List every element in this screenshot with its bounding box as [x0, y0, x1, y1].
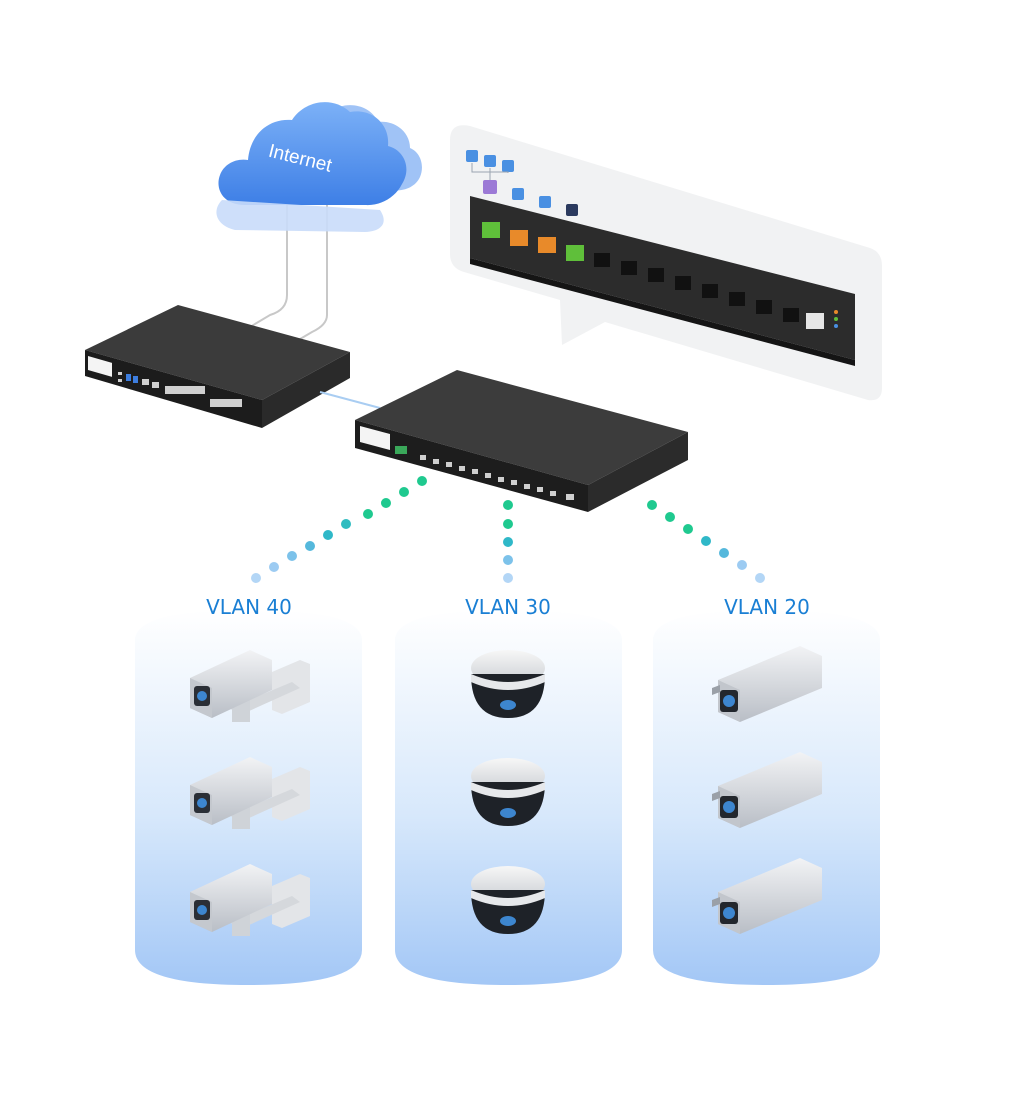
vlan20-cameras	[712, 646, 822, 934]
dome-camera-2	[471, 758, 545, 826]
connection-dots-vlan20	[647, 500, 765, 583]
dome-camera-1	[471, 650, 545, 718]
vlan-30-label: VLAN 30	[465, 595, 551, 619]
vlan30-cameras	[471, 650, 545, 934]
vlan-assignment-icons	[466, 150, 578, 216]
switch-ports	[482, 222, 838, 329]
vlan40-cameras	[190, 650, 310, 936]
box-camera-1	[712, 646, 822, 722]
connection-dots-vlan40	[251, 476, 427, 583]
connection-dots-vlan30	[503, 500, 513, 583]
internet-cloud: Internet	[216, 102, 422, 232]
vlan-40-label: VLAN 40	[206, 595, 292, 619]
dome-camera-3	[471, 866, 545, 934]
port-callout	[450, 125, 882, 401]
vlan-20-label: VLAN 20	[724, 595, 810, 619]
box-camera-2	[712, 752, 822, 828]
box-camera-3	[712, 858, 822, 934]
bullet-camera-2	[190, 757, 310, 829]
bullet-camera-3	[190, 864, 310, 936]
router-device	[85, 305, 350, 428]
router-switch-link	[319, 391, 381, 409]
main-switch	[355, 370, 688, 512]
internet-cables	[244, 200, 328, 343]
bullet-camera-1	[190, 650, 310, 722]
